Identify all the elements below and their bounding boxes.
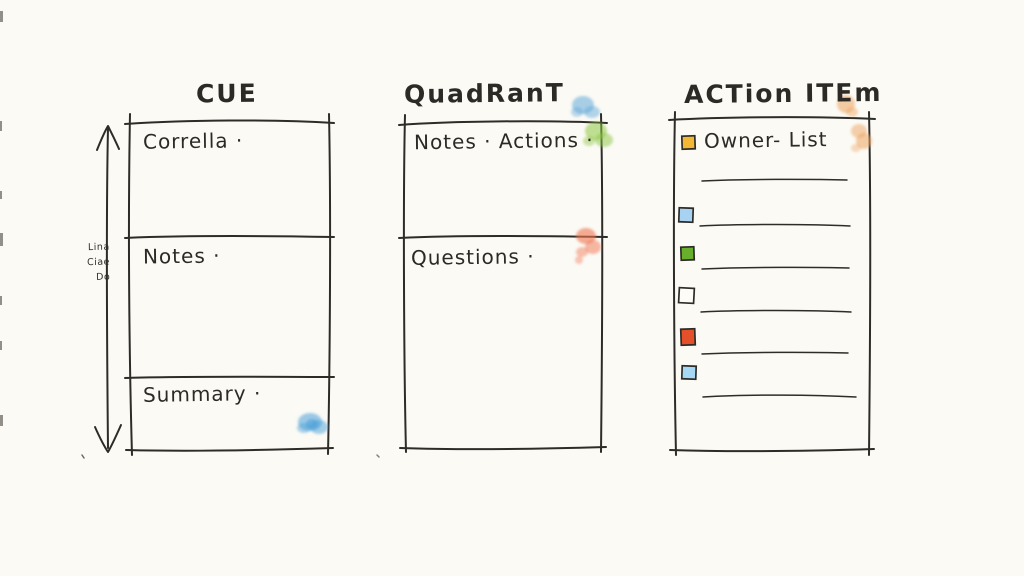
checkbox-blue-1 (677, 206, 695, 224)
quadrant-green-smudge (583, 122, 613, 147)
edge-artifacts (0, 11, 3, 426)
quadrant-panel-title: QuadRanT (403, 78, 565, 109)
cue-divider-2 (124, 375, 335, 379)
action-list-lines (699, 178, 857, 398)
quadrant-red-smudge (575, 228, 601, 264)
quadrant-section-label-questions: Questions · (410, 244, 535, 270)
stray-dot (376, 454, 380, 458)
quadrant-box-sketch (398, 113, 608, 453)
cue-side-note-line: Lina (87, 241, 110, 254)
cue-section-label-notes: Notes · (142, 243, 221, 269)
vertical-double-arrow (94, 125, 122, 453)
arrow-down-head (94, 424, 122, 453)
cue-blue-smudge (297, 413, 328, 434)
cue-section-label-summary: Summary · (142, 381, 262, 407)
cue-side-note: Lina Ciae Do (74, 240, 111, 286)
cue-divider-1 (124, 235, 335, 239)
checkbox-blue-2 (680, 364, 698, 381)
arrow-up-head (96, 125, 120, 151)
cue-side-note-line: Ciae (86, 256, 111, 269)
checkbox-green (679, 245, 696, 262)
cue-panel-title: CUE (195, 78, 258, 109)
action-box-sketch (668, 111, 876, 456)
checkbox-white (677, 286, 696, 305)
action-checkboxes (677, 134, 698, 381)
quadrant-blue-smudge (571, 96, 600, 118)
action-owner-list-label: Owner- List (703, 127, 828, 153)
checkbox-owner (680, 134, 697, 151)
action-orange-smudge (837, 95, 872, 152)
quadrant-section-label-notes-actions: Notes · Actions · (413, 127, 594, 155)
action-panel-title: ACTion ITEm (683, 77, 883, 110)
cue-section-label-cue: Corrella · (142, 128, 244, 154)
stray-tick-mark (81, 454, 85, 459)
checkbox-red (679, 327, 697, 347)
cue-side-note-line: Do (96, 272, 111, 284)
cue-box-sketch (124, 113, 335, 456)
quadrant-divider (398, 235, 608, 239)
